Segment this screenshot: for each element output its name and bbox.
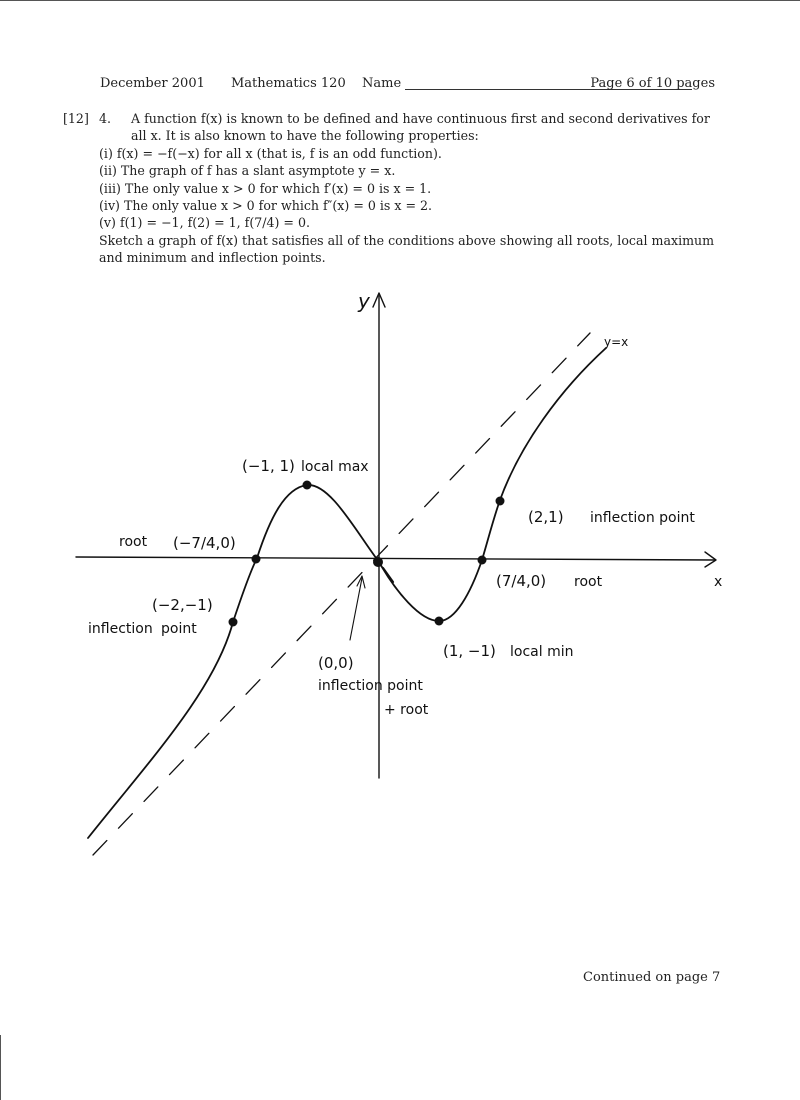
local-max-text: local max [301,459,369,475]
tangent-mark-origin [381,566,395,584]
property-v: (v) f(1) = −1, f(2) = 1, f(7/4) = 0. [99,215,310,231]
pointer-arrowhead [356,575,366,589]
problem-intro-line1: 4. A function f(x) is known to be define… [99,110,717,127]
local-min-point-label: (1, −1) [443,642,496,660]
property-i: (i) f(x) = −f(−x) for all x (that is, f … [99,145,442,161]
y-axis-label: y [357,289,371,313]
property-ii: (ii) The graph of f has a slant asymptot… [99,163,396,179]
pos-inflection-point-label: (2,1) [528,508,564,526]
local-min-text: local min [510,644,573,660]
problem-number: 4. [99,111,112,126]
pos-root-text: root [574,574,603,590]
x-axis-arrow [704,551,717,568]
problem-points: [12] [63,111,89,126]
y-axis-arrow [372,292,386,308]
neg-inflection-line2: point [161,621,197,637]
problem-intro-line2: all x. It is also known to have the foll… [131,128,479,144]
problem-body: 4. A function f(x) is known to be define… [99,110,717,267]
origin-point-label: (0,0) [318,654,354,672]
exam-date: December 2001 [100,76,205,91]
problem-intro: A function f(x) is known to be defined a… [131,111,710,126]
origin-line1: inflection point [318,678,423,694]
function-curve [87,347,607,839]
x-axis-label: x [714,574,722,590]
task-line1: Sketch a graph of f(x) that satisfies al… [99,232,715,248]
asymptote-label: y=x [604,335,628,349]
neg-inflection-line1: inflection [88,621,153,637]
task-line2: and minimum and inflection points. [99,250,326,266]
neg-root-text: root [119,534,148,550]
origin-line2: + root [384,702,429,718]
course-title: Mathematics 120 [231,76,346,91]
local-max-point-label: (−1, 1) [242,457,295,475]
x-axis [75,556,716,561]
asymptote-line [92,332,591,856]
pointer-arrow-origin [349,577,363,641]
point-origin [373,557,383,567]
pos-root-point-label: (7/4,0) [496,572,546,590]
neg-inflection-point-label: (−2,−1) [152,596,213,614]
point-local-max [302,480,312,490]
page-left-border [0,1035,1,1100]
point-pos-root [477,555,487,565]
point-local-min [434,616,444,626]
property-iv: (iv) The only value x > 0 for which f″(x… [99,198,433,214]
point-neg-inflection [228,617,238,627]
pos-inflection-text: inflection point [590,510,695,526]
point-pos-inflection [495,496,505,506]
page-header: December 2001 Mathematics 120 Name Page … [100,76,715,98]
page-number: Page 6 of 10 pages [590,76,715,91]
point-neg-root [251,554,261,564]
page-top-border [0,0,800,1]
continued-note: Continued on page 7 [583,970,721,985]
neg-root-point-label: (−7/4,0) [173,534,236,552]
name-blank-line [405,89,692,90]
name-label: Name [362,76,402,91]
property-iii: (iii) The only value x > 0 for which f′(… [99,180,432,196]
